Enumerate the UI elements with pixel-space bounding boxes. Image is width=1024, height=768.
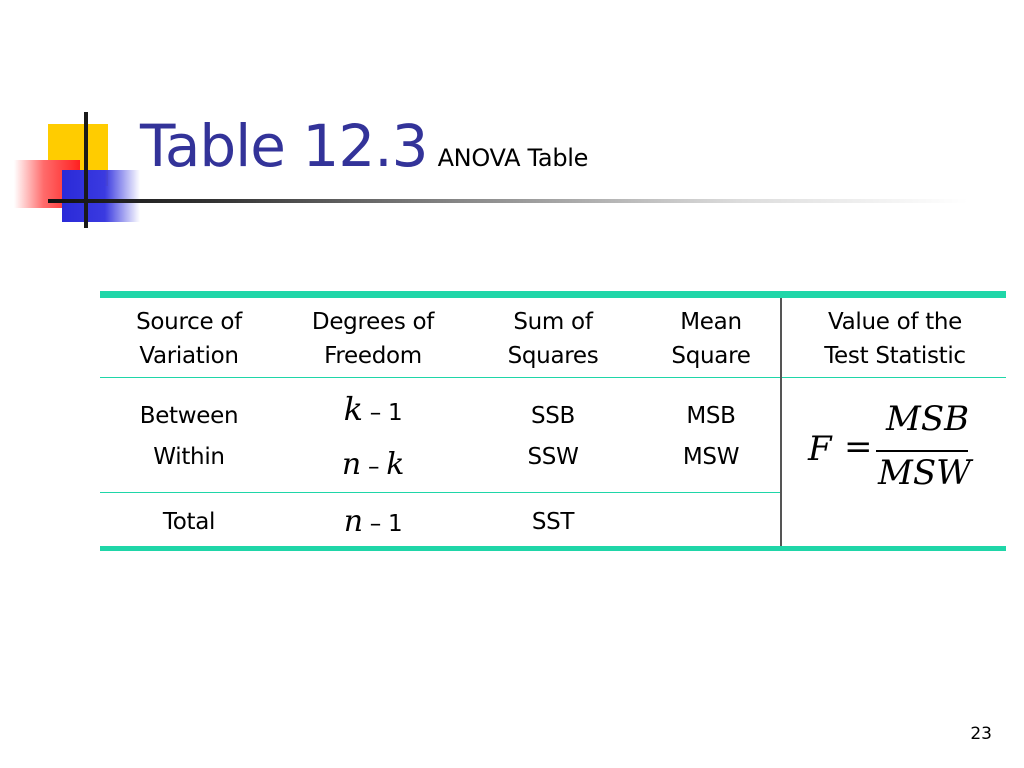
table-header-rule — [100, 377, 1006, 378]
header-ms: Mean Square — [638, 305, 784, 373]
row-within-source: Within — [153, 444, 225, 470]
row-within-ss: SSW — [527, 444, 579, 470]
title-main: Table 12.3 — [140, 112, 429, 180]
df-var-n: n — [341, 447, 361, 482]
header-source-line1: Source of — [136, 309, 242, 335]
table-top-rule — [100, 291, 1006, 298]
formula-equals: = — [844, 427, 873, 467]
header-df-line1: Degrees of — [311, 309, 435, 335]
anova-table: Source of Variation Degrees of Freedom S… — [100, 291, 1006, 551]
decor-title-underline — [48, 199, 968, 203]
formula-numerator: MSB — [886, 399, 970, 439]
row-between-df: k – 1 — [278, 392, 468, 430]
row-between-source: Between — [139, 403, 239, 429]
header-stat: Value of the Test Statistic — [784, 305, 1006, 373]
table-column-divider — [780, 298, 782, 546]
header-df: Degrees of Freedom — [278, 305, 468, 373]
header-stat-line2: Test Statistic — [824, 343, 966, 369]
test-statistic-formula: F = MSB MSW — [808, 399, 988, 497]
header-ss-line1: Sum of — [513, 309, 593, 335]
table-total-rule — [100, 492, 780, 493]
df-var-n: n — [343, 504, 363, 539]
df-var-k: k — [386, 447, 405, 482]
header-ss-line2: Squares — [507, 343, 599, 369]
df-one: 1 — [387, 511, 403, 537]
df-one: 1 — [387, 400, 403, 426]
df-var-k: k — [343, 390, 363, 428]
row-between-ms: MSB — [686, 403, 736, 429]
row-total-ss: SST — [531, 509, 575, 535]
header-ms-line1: Mean — [680, 309, 742, 335]
row-within-ms: MSW — [682, 444, 740, 470]
title-subtitle: ANOVA Table — [437, 144, 589, 172]
row-between-ss: SSB — [530, 403, 576, 429]
row-within-df: n – k — [278, 448, 468, 484]
decor-blue-square — [62, 170, 140, 222]
row-total-source: Total — [162, 509, 216, 535]
header-stat-line1: Value of the — [827, 309, 963, 335]
formula-lhs: F — [808, 429, 832, 469]
header-df-line2: Freedom — [324, 343, 422, 369]
slide-title: Table 12.3 ANOVA Table — [140, 112, 588, 180]
header-ms-line2: Square — [671, 343, 751, 369]
df-minus: – — [369, 511, 382, 537]
header-ss: Sum of Squares — [468, 305, 638, 373]
formula-denominator: MSW — [878, 453, 972, 493]
table-bottom-rule — [100, 546, 1006, 551]
row-total-df: n – 1 — [278, 505, 468, 541]
df-minus: – — [369, 400, 382, 426]
header-source: Source of Variation — [100, 305, 278, 373]
header-source-line2: Variation — [139, 343, 239, 369]
df-minus: – — [367, 454, 380, 480]
decor-vertical-line — [84, 112, 88, 228]
formula-fraction-bar — [876, 450, 968, 452]
page-number: 23 — [970, 724, 992, 744]
